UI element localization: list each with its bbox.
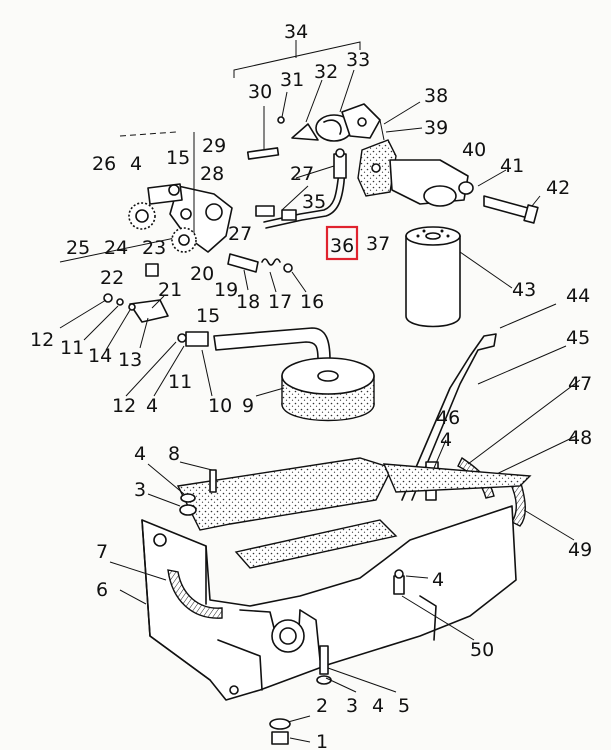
label-9: 9 [242,395,254,417]
pin-30 [246,91,288,160]
drain-plug-50 [393,569,475,641]
label-14: 14 [88,345,112,367]
label-37: 37 [366,233,390,255]
label-5: 5 [398,695,410,717]
washer-41 [477,169,507,187]
label-49: 49 [568,539,592,561]
idler-gear-24 [171,227,197,253]
label-4e: 4 [432,569,444,591]
label-4f: 4 [372,695,384,717]
label-1: 1 [316,731,328,750]
label-4a: 4 [130,153,142,175]
label-7: 7 [96,541,108,563]
label-17: 17 [268,291,292,313]
filter-head-37 [357,101,474,207]
label-27b: 27 [228,223,252,245]
label-28: 28 [200,163,224,185]
label-42: 42 [546,177,570,199]
seal-7 [109,561,223,619]
strainer-9 [255,357,375,422]
label-4d: 4 [134,443,146,465]
stud-5 [316,645,397,693]
label-45: 45 [566,327,590,349]
label-8: 8 [168,443,180,465]
label-31: 31 [280,69,304,91]
highlight-box-36 [325,225,359,261]
gear-26 [147,183,183,205]
label-26: 26 [92,153,116,175]
label-2: 2 [316,695,328,717]
label-25: 25 [66,237,90,259]
seal-49 [509,479,575,541]
pump-cover-33 [341,103,381,139]
oil-filter-43 [405,226,513,328]
label-21: 21 [158,279,182,301]
label-13: 13 [118,349,142,371]
oil-sump-6 [119,505,517,701]
sump-gasket [176,457,532,569]
drive-gear-25 [128,202,156,230]
label-27a: 27 [290,163,314,185]
label-12a: 12 [30,329,54,351]
label-40: 40 [462,139,486,161]
oil-pipe-36 [255,148,347,229]
label-11b: 11 [168,371,192,393]
label-6: 6 [96,579,108,601]
label-48: 48 [568,427,592,449]
part-labels: 34 30 31 32 33 38 39 29 26 4 15 28 27 35… [30,21,592,750]
label-36: 36 [330,235,354,257]
label-24: 24 [104,237,128,259]
label-15b: 15 [196,305,220,327]
bolt-42 [483,195,541,224]
label-35: 35 [302,191,326,213]
label-30: 30 [248,81,272,103]
label-22: 22 [100,267,124,289]
label-16: 16 [300,291,324,313]
label-46: 46 [436,407,460,429]
label-10: 10 [208,395,232,417]
label-20: 20 [190,263,214,285]
drain-plug-1 [269,715,311,745]
label-3a: 3 [134,479,146,501]
label-18: 18 [236,291,260,313]
dipstick-44 [401,303,567,501]
label-32: 32 [314,61,338,83]
label-34: 34 [284,21,308,43]
label-38: 38 [424,85,448,107]
bracket-13 [59,263,169,351]
label-23: 23 [142,237,166,259]
label-50: 50 [470,639,494,661]
label-11a: 11 [60,337,84,359]
label-43: 43 [512,279,536,301]
label-39: 39 [424,117,448,139]
label-15a: 15 [166,147,190,169]
label-3b: 3 [346,695,358,717]
label-41: 41 [500,155,524,177]
callout-bracket-34 [233,40,361,78]
label-4c: 4 [440,429,452,451]
pump-shaft-18 [227,253,307,293]
stud-8 [147,461,217,516]
label-47: 47 [568,373,592,395]
label-19: 19 [214,279,238,301]
label-33: 33 [346,49,370,71]
label-12b: 12 [112,395,136,417]
label-44: 44 [566,285,590,307]
label-29: 29 [202,135,226,157]
label-4b: 4 [146,395,158,417]
